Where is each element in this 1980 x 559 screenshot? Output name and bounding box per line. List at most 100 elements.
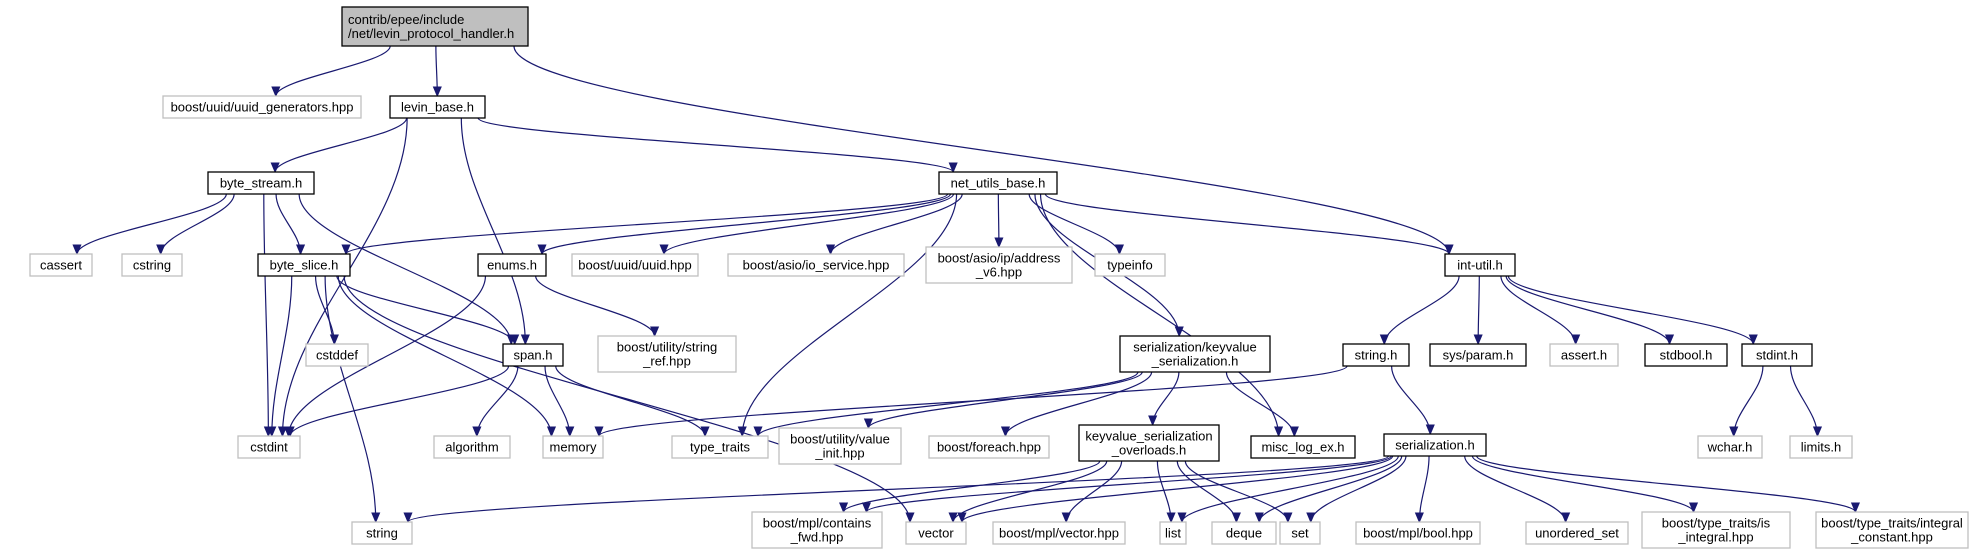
- edge-line: [263, 193, 269, 437]
- node-cassert[interactable]: cassert: [29, 253, 93, 277]
- edge-kv-overloads-to-mpl-vector: [1061, 460, 1123, 524]
- arrowhead: [1231, 512, 1241, 524]
- node-integral-constant[interactable]: boost/type_traits/integral_constant.hpp: [1815, 511, 1969, 549]
- node-cstdint[interactable]: cstdint: [237, 435, 301, 459]
- node-label: misc_log_ex.h: [1261, 440, 1344, 455]
- node-limits[interactable]: limits.h: [1789, 435, 1853, 459]
- node-net-utils-base[interactable]: net_utils_base.h: [938, 171, 1058, 195]
- node-vector[interactable]: vector: [905, 521, 967, 545]
- arrowhead: [1061, 512, 1071, 524]
- edge-levin-base-to-net-utils-base: [477, 117, 958, 174]
- node-box: [1789, 435, 1853, 459]
- node-span[interactable]: span.h: [502, 343, 564, 367]
- node-io-service[interactable]: boost/asio/io_service.hpp: [727, 253, 905, 277]
- node-mpl-bool[interactable]: boost/mpl/bool.hpp: [1355, 521, 1481, 545]
- node-wchar[interactable]: wchar.h: [1697, 435, 1763, 459]
- node-box: [1741, 343, 1813, 367]
- node-label: _overloads.h: [1111, 443, 1186, 458]
- node-label: /net/levin_protocol_handler.h: [348, 26, 514, 41]
- edge-line: [76, 193, 227, 255]
- node-root[interactable]: contrib/epee/include/net/levin_protocol_…: [341, 6, 529, 47]
- edge-serialization-h-to-list: [1177, 455, 1399, 524]
- node-is-integral[interactable]: boost/type_traits/is_integral.hpp: [1641, 511, 1791, 549]
- edge-int-util-to-sys-param: [1473, 275, 1483, 346]
- node-box: [905, 521, 967, 545]
- node-set[interactable]: set: [1279, 521, 1321, 545]
- node-box: [341, 6, 529, 47]
- node-foreach[interactable]: boost/foreach.hpp: [928, 435, 1050, 459]
- node-label: stdint.h: [1756, 348, 1798, 363]
- edge-line: [271, 275, 293, 437]
- node-kv-serialization[interactable]: serialization/keyvalue_serialization.h: [1119, 335, 1271, 373]
- edge-line: [1310, 455, 1407, 523]
- node-label: boost/asio/io_service.hpp: [743, 258, 890, 273]
- node-type-traits[interactable]: type_traits: [671, 435, 769, 459]
- edge-kv-serialization-to-misc-log-ex: [1225, 371, 1299, 438]
- edge-byte-slice-to-span: [336, 275, 520, 346]
- node-list[interactable]: list: [1159, 521, 1187, 545]
- node-int-util[interactable]: int-util.h: [1444, 253, 1516, 277]
- edge-kv-serialization-to-kv-overloads: [1148, 371, 1180, 427]
- edge-int-util-to-assert-h: [1500, 275, 1581, 346]
- node-label: _fwd.hpp: [790, 530, 844, 545]
- arrowhead: [432, 86, 442, 98]
- edge-serialization-h-to-vector: [957, 455, 1394, 524]
- node-label: boost/utility/string: [617, 340, 717, 355]
- edge-net-utils-base-to-type-traits: [737, 193, 958, 438]
- node-sys-param[interactable]: sys/param.h: [1429, 343, 1527, 367]
- node-algorithm[interactable]: algorithm: [433, 435, 511, 459]
- node-cstring[interactable]: cstring: [121, 253, 183, 277]
- node-byte-slice[interactable]: byte_slice.h: [257, 253, 351, 277]
- node-address-v6[interactable]: boost/asio/ip/address_v6.hpp: [925, 246, 1073, 284]
- node-assert-h[interactable]: assert.h: [1549, 343, 1619, 367]
- arrowhead: [905, 512, 915, 524]
- node-string-ref[interactable]: boost/utility/string_ref.hpp: [597, 335, 737, 373]
- node-box: [925, 246, 1073, 284]
- node-memory[interactable]: memory: [542, 435, 604, 459]
- arrowhead: [659, 244, 669, 256]
- node-label: memory: [550, 440, 597, 455]
- node-levin-base[interactable]: levin_base.h: [389, 95, 486, 119]
- node-misc-log-ex[interactable]: misc_log_ex.h: [1250, 435, 1356, 459]
- node-mpl-vector[interactable]: boost/mpl/vector.hpp: [992, 521, 1126, 545]
- node-serialization-h[interactable]: serialization.h: [1383, 433, 1487, 457]
- node-stdbool[interactable]: stdbool.h: [1644, 343, 1728, 367]
- edge-byte-slice-to-vector: [343, 275, 915, 524]
- node-uuid-generators[interactable]: boost/uuid/uuid_generators.hpp: [162, 95, 362, 119]
- edge-byte-stream-to-cassert: [72, 193, 227, 256]
- node-cstddef[interactable]: cstddef: [305, 343, 369, 367]
- node-uuid-hpp[interactable]: boost/uuid/uuid.hpp: [571, 253, 699, 277]
- node-label: typeinfo: [1107, 258, 1153, 273]
- node-label: boost/mpl/bool.hpp: [1363, 526, 1473, 541]
- edge-byte-slice-to-cstddef: [314, 275, 339, 346]
- edge-kv-overloads-to-set: [1184, 460, 1293, 524]
- node-byte-stream[interactable]: byte_stream.h: [207, 171, 315, 195]
- node-string-h[interactable]: string.h: [1342, 343, 1410, 367]
- edge-line: [541, 193, 952, 255]
- edge-serialization-h-to-unordered-set: [1464, 455, 1571, 524]
- node-label: net_utils_base.h: [951, 176, 1046, 191]
- node-unordered-set[interactable]: unordered_set: [1525, 521, 1629, 545]
- node-box: [305, 343, 369, 367]
- edge-byte-stream-to-cstring: [156, 193, 235, 256]
- node-stdint[interactable]: stdint.h: [1741, 343, 1813, 367]
- node-enums[interactable]: enums.h: [477, 253, 547, 277]
- edge-int-util-to-string-h: [1379, 275, 1460, 346]
- edge-int-util-to-stdbool: [1505, 275, 1675, 346]
- edge-net-utils-base-to-enums: [537, 193, 952, 256]
- node-label: levin_base.h: [401, 100, 474, 115]
- arrowhead: [1166, 512, 1176, 524]
- edge-line: [1471, 455, 1695, 513]
- edge-levin-base-to-byte-stream: [270, 117, 408, 174]
- node-value-init[interactable]: boost/utility/value_init.hpp: [778, 427, 902, 465]
- edge-line: [1789, 365, 1819, 437]
- node-contains-fwd[interactable]: boost/mpl/contains_fwd.hpp: [751, 511, 883, 549]
- edge-line: [829, 193, 963, 255]
- node-box: [1697, 435, 1763, 459]
- edge-serialization-h-to-set: [1306, 455, 1407, 524]
- edge-line: [757, 371, 1139, 437]
- node-string[interactable]: string: [351, 521, 413, 545]
- node-deque[interactable]: deque: [1211, 521, 1277, 545]
- node-typeinfo[interactable]: typeinfo: [1094, 253, 1166, 277]
- node-kv-overloads[interactable]: keyvalue_serialization_overloads.h: [1078, 424, 1220, 462]
